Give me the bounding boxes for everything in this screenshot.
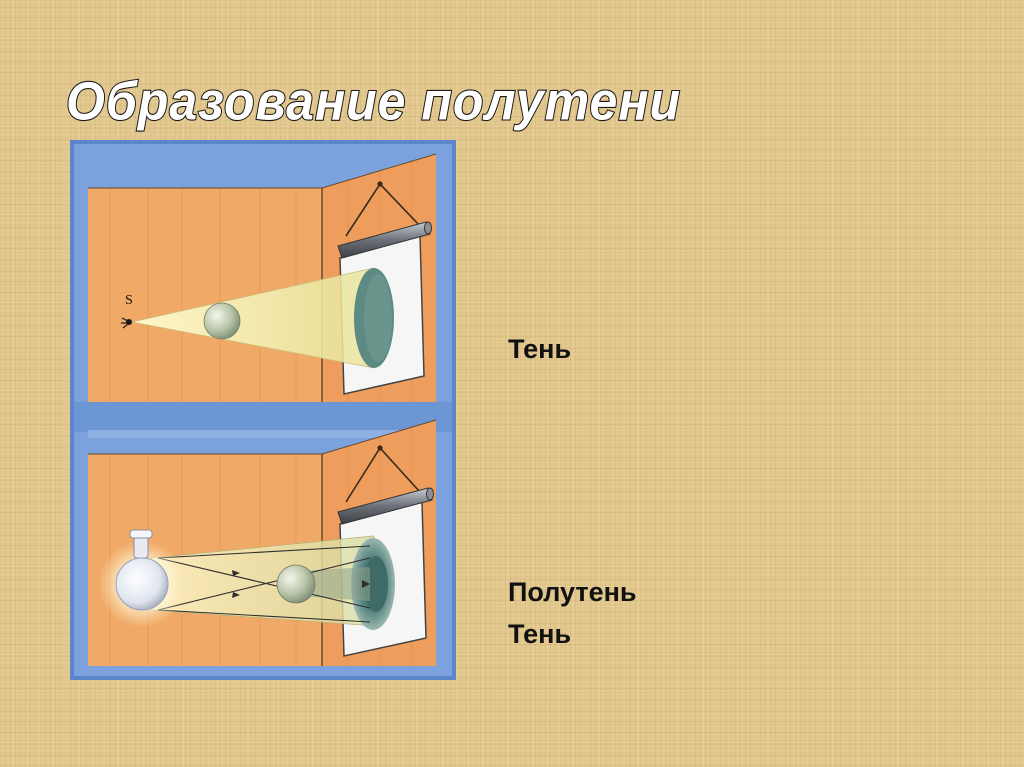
label-penumbra: Полутень xyxy=(508,577,637,607)
floor-band xyxy=(74,402,452,432)
bottom-ball xyxy=(276,564,316,604)
source-label: S xyxy=(125,293,133,308)
lamp-source xyxy=(98,529,186,628)
slide-title: Образование полутени xyxy=(65,70,682,133)
bottom-panel xyxy=(88,419,437,666)
label-shadow-top: Тень xyxy=(508,334,572,364)
shadow-formation-figure: S xyxy=(70,140,456,680)
point-source xyxy=(121,317,132,329)
top-panel: S xyxy=(88,153,437,402)
top-ball xyxy=(203,302,241,340)
label-shadow-bottom: Тень xyxy=(508,619,572,649)
